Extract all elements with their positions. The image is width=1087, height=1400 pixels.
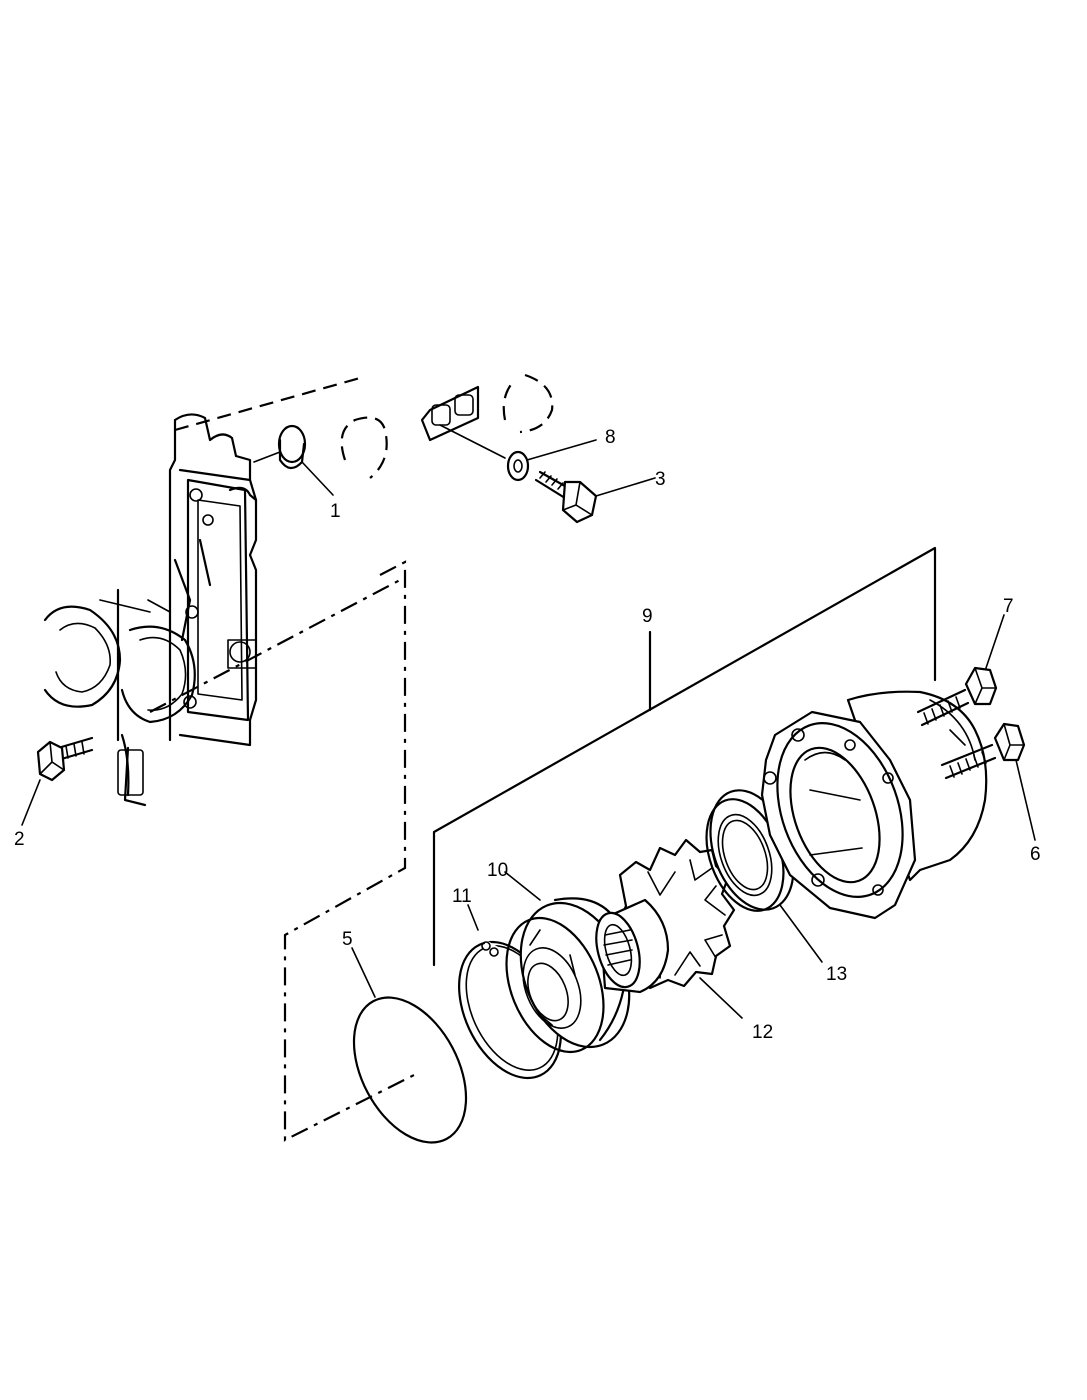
callout-7: 7	[1003, 596, 1014, 617]
part-12-gear	[595, 838, 743, 1019]
engine-bores	[340, 373, 554, 479]
part-2-bolt	[21, 736, 94, 826]
callout-12: 12	[752, 1022, 773, 1043]
callout-6: 6	[1030, 844, 1041, 865]
assembly-centerline	[149, 579, 401, 713]
assembly-bracket	[283, 560, 421, 1142]
callout-labels: 1 2 3 5 6 7 8 9 10 11 12 13	[14, 427, 1041, 1043]
part-9-bracket	[432, 546, 937, 967]
callout-8: 8	[605, 427, 616, 448]
part-3-bolt	[534, 470, 656, 524]
callout-2: 2	[14, 829, 25, 850]
callout-1: 1	[330, 501, 341, 522]
callout-13: 13	[826, 964, 847, 985]
callout-5: 5	[342, 929, 353, 950]
callout-11: 11	[452, 886, 472, 907]
part-8-washer	[439, 424, 597, 482]
callout-3: 3	[655, 469, 666, 490]
pump-cover-flange	[760, 690, 988, 920]
callout-10: 10	[487, 860, 508, 881]
part-6-bolt	[940, 722, 1036, 841]
callout-9: 9	[642, 606, 653, 627]
engine-housing	[43, 376, 361, 807]
part-5-o-ring	[351, 947, 468, 1144]
part-7-bolt	[916, 614, 1005, 727]
part-1-plug	[253, 424, 334, 496]
